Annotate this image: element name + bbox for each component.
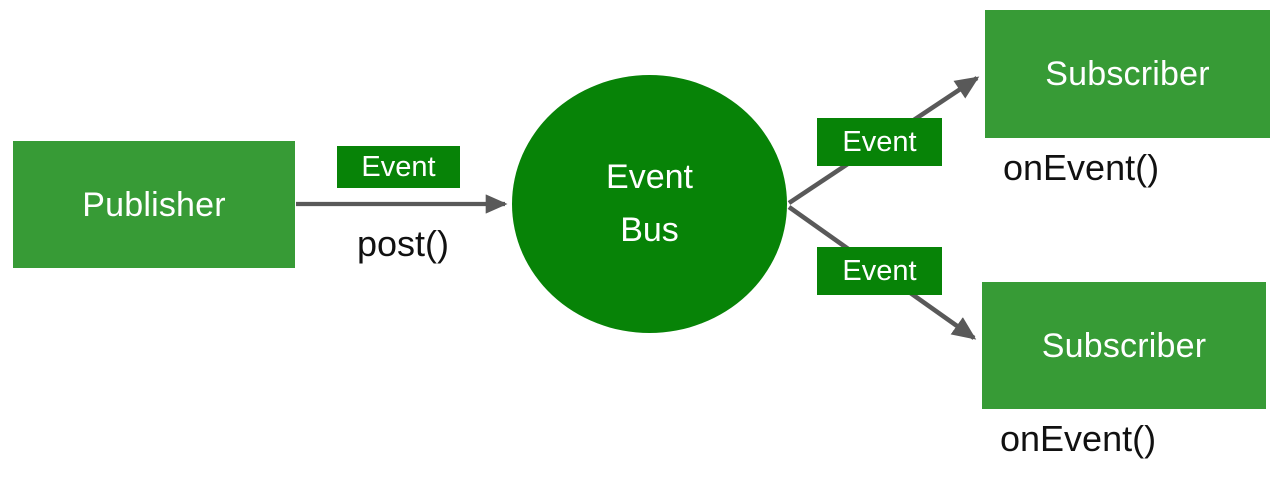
subscriber-top-node[interactable]: Subscriber: [985, 10, 1270, 138]
event-chip-subscriber-top[interactable]: Event: [817, 118, 942, 166]
event-bus-node[interactable]: Event Bus: [512, 75, 787, 333]
event-chip-subscriber-bottom-label: Event: [842, 254, 917, 287]
on-event-bottom-label: onEvent(): [1000, 418, 1157, 459]
event-bus-label-line2: Bus: [620, 211, 679, 249]
event-chip-post-label: Event: [361, 150, 436, 183]
event-bus-label-line1: Event: [606, 158, 693, 197]
post-method-label: post(): [357, 223, 450, 264]
subscriber-top-label: Subscriber: [1045, 55, 1210, 93]
subscriber-bottom-node[interactable]: Subscriber: [982, 282, 1266, 409]
on-event-top-label: onEvent(): [1003, 147, 1160, 188]
subscriber-bottom-label: Subscriber: [1041, 326, 1207, 365]
event-chip-subscriber-bottom[interactable]: Event: [817, 247, 942, 295]
event-chip-subscriber-top-label: Event: [842, 125, 917, 158]
publisher-label: Publisher: [82, 185, 226, 224]
event-chip-post[interactable]: Event: [337, 146, 460, 188]
publisher-node[interactable]: Publisher: [13, 141, 295, 268]
